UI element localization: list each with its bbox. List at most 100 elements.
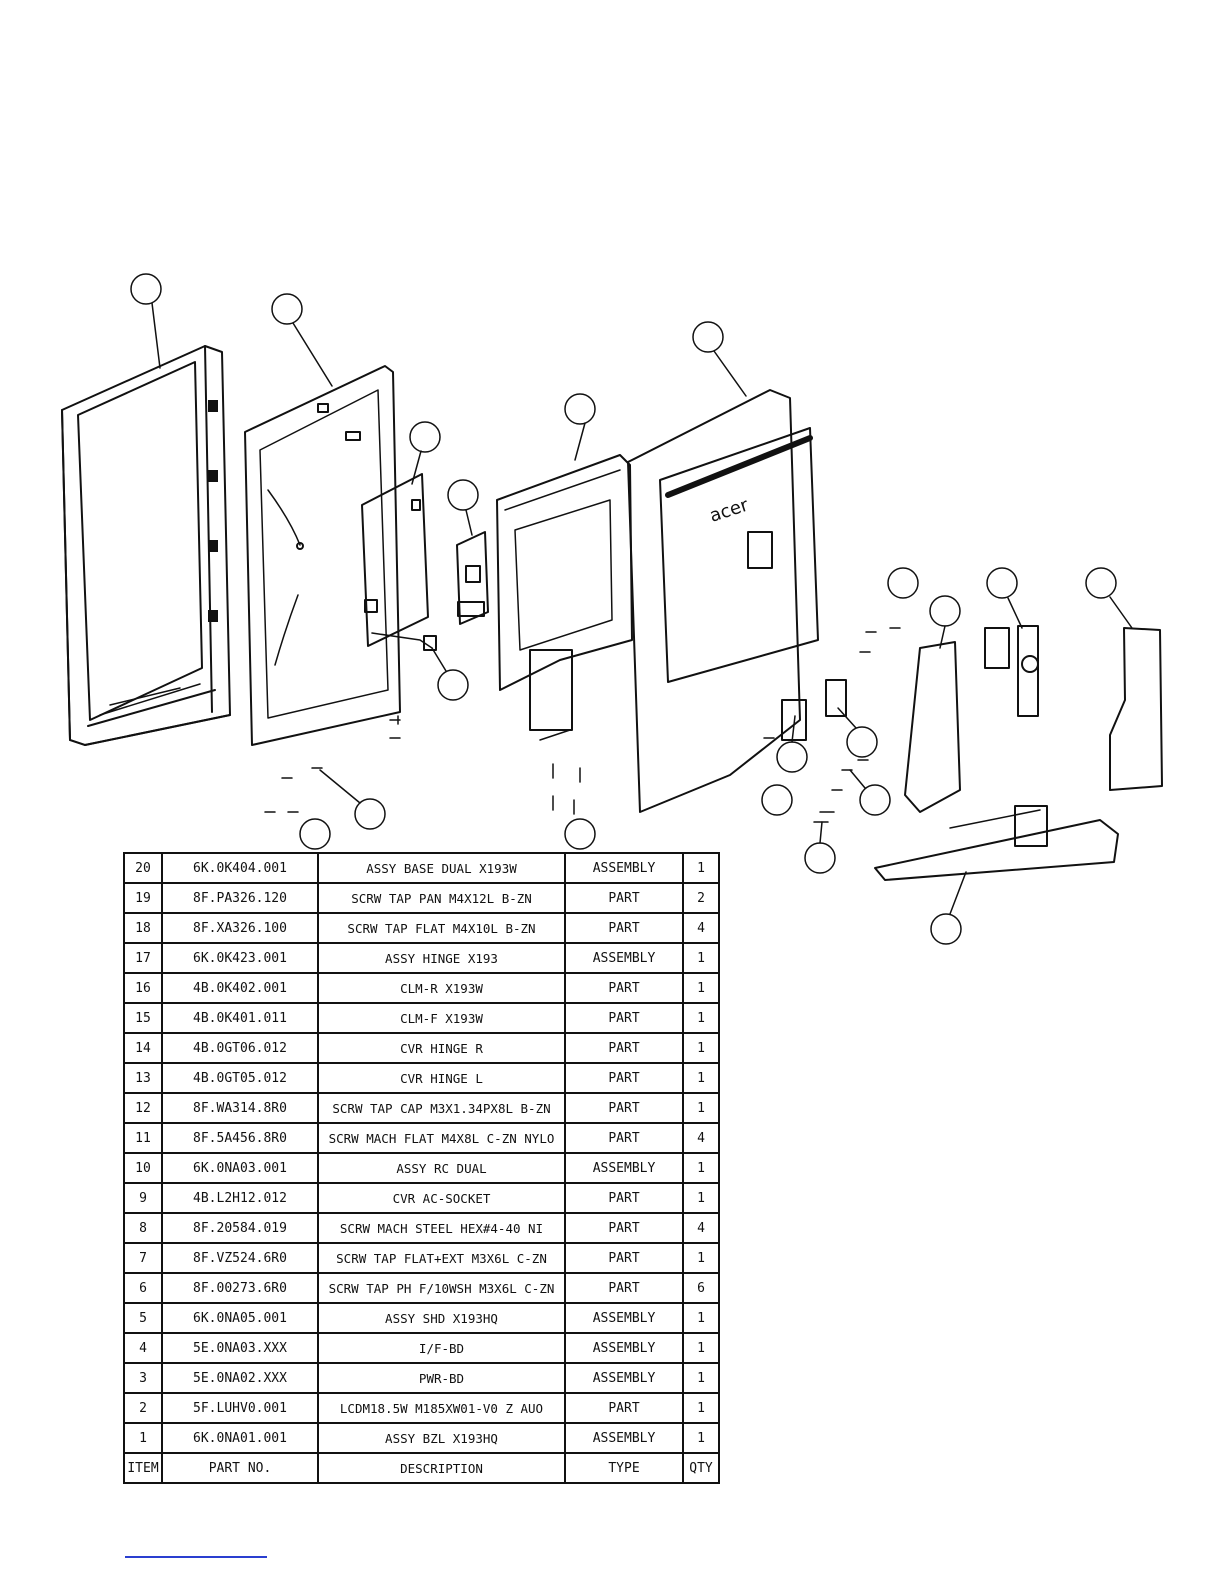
callout-circle [929,595,961,627]
bom-cell-part-no: 8F.20584.019 [161,1212,319,1244]
bom-cell-item: 8 [123,1212,163,1244]
bom-cell-part-no: 8F.VZ524.6R0 [161,1242,319,1274]
bom-cell-type: PART [564,1272,684,1304]
bom-cell-qty: 6 [682,1272,720,1304]
bom-cell-type: PART [564,1032,684,1064]
bom-cell-type: PART [564,1002,684,1034]
bom-cell-item: 19 [123,882,163,914]
bom-cell-type: ASSEMBLY [564,1332,684,1364]
bom-cell-item: 15 [123,1002,163,1034]
bom-cell-item: 17 [123,942,163,974]
bom-cell-type: PART [564,1212,684,1244]
footer-link-line [125,1556,267,1558]
bom-cell-item: 14 [123,1032,163,1064]
bom-cell-part-no: 6K.0NA05.001 [161,1302,319,1334]
bom-cell-item: 2 [123,1392,163,1424]
bom-cell-part-no: 5F.LUHV0.001 [161,1392,319,1424]
callout-circle [564,818,596,850]
bom-cell-item: 10 [123,1152,163,1184]
bom-cell-type: PART [564,1092,684,1124]
callout-circle [299,818,331,850]
bom-cell-type: ASSEMBLY [564,1152,684,1184]
bom-cell-item: 12 [123,1092,163,1124]
bom-header-qty: QTY [682,1452,720,1484]
bom-header-item: ITEM [123,1452,163,1484]
shield-assembly-drawing [496,454,633,741]
bom-cell-type: PART [564,912,684,944]
callout-circle [447,479,479,511]
bom-cell-part-no: 5E.0NA02.XXX [161,1362,319,1394]
callout-circle [130,273,162,305]
callout-circle [437,669,469,701]
bom-cell-description: CVR HINGE L [317,1062,566,1094]
bom-cell-item: 3 [123,1362,163,1394]
rear-cover-drawing: acer [627,389,819,813]
bom-cell-qty: 1 [682,1092,720,1124]
callout-circle [564,393,596,425]
bom-cell-qty: 1 [682,972,720,1004]
bom-cell-part-no: 4B.0GT06.012 [161,1032,319,1064]
bom-cell-part-no: 8F.XA326.100 [161,912,319,944]
bom-cell-description: CVR AC-SOCKET [317,1182,566,1214]
bom-cell-type: PART [564,1122,684,1154]
bom-cell-item: 7 [123,1242,163,1274]
bom-cell-part-no: 5E.0NA03.XXX [161,1332,319,1364]
bom-cell-qty: 1 [682,942,720,974]
bom-cell-description: I/F-BD [317,1332,566,1364]
bom-cell-part-no: 8F.WA314.8R0 [161,1092,319,1124]
bom-cell-part-no: 8F.00273.6R0 [161,1272,319,1304]
bom-cell-qty: 4 [682,912,720,944]
bom-cell-description: SCRW TAP PH F/10WSH M3X6L C-ZN [317,1272,566,1304]
callout-circle [409,421,441,453]
bom-cell-type: PART [564,1182,684,1214]
bom-cell-part-no: 6K.0K423.001 [161,942,319,974]
bom-cell-description: SCRW TAP FLAT+EXT M3X6L C-ZN [317,1242,566,1274]
bom-cell-part-no: 4B.0GT05.012 [161,1062,319,1094]
bom-cell-description: CLM-F X193W [317,1002,566,1034]
column-cover-rear-drawing [1109,627,1163,791]
bom-cell-description: PWR-BD [317,1362,566,1394]
bom-cell-type: ASSEMBLY [564,1362,684,1394]
bom-cell-type: PART [564,882,684,914]
bom-cell-description: SCRW TAP CAP M3X1.34PX8L B-ZN [317,1092,566,1124]
bom-cell-type: PART [564,1242,684,1274]
bom-cell-description: ASSY RC DUAL [317,1152,566,1184]
bom-cell-item: 11 [123,1122,163,1154]
bom-cell-description: CLM-R X193W [317,972,566,1004]
interface-board-drawing [456,531,489,625]
lcd-panel-drawing [244,365,401,746]
bom-cell-item: 6 [123,1272,163,1304]
bom-cell-type: ASSEMBLY [564,852,684,884]
bom-cell-description: ASSY BASE DUAL X193W [317,852,566,884]
bom-cell-description: ASSY SHD X193HQ [317,1302,566,1334]
bom-cell-qty: 1 [682,1242,720,1274]
bom-cell-part-no: 6K.0NA01.001 [161,1422,319,1454]
brand-logo: acer [707,494,752,526]
bom-cell-type: ASSEMBLY [564,1422,684,1454]
bom-cell-qty: 1 [682,1182,720,1214]
power-board-drawing [361,473,437,651]
callout-circle [859,784,891,816]
bom-cell-part-no: 8F.5A456.8R0 [161,1122,319,1154]
bom-cell-description: SCRW TAP PAN M4X12L B-ZN [317,882,566,914]
